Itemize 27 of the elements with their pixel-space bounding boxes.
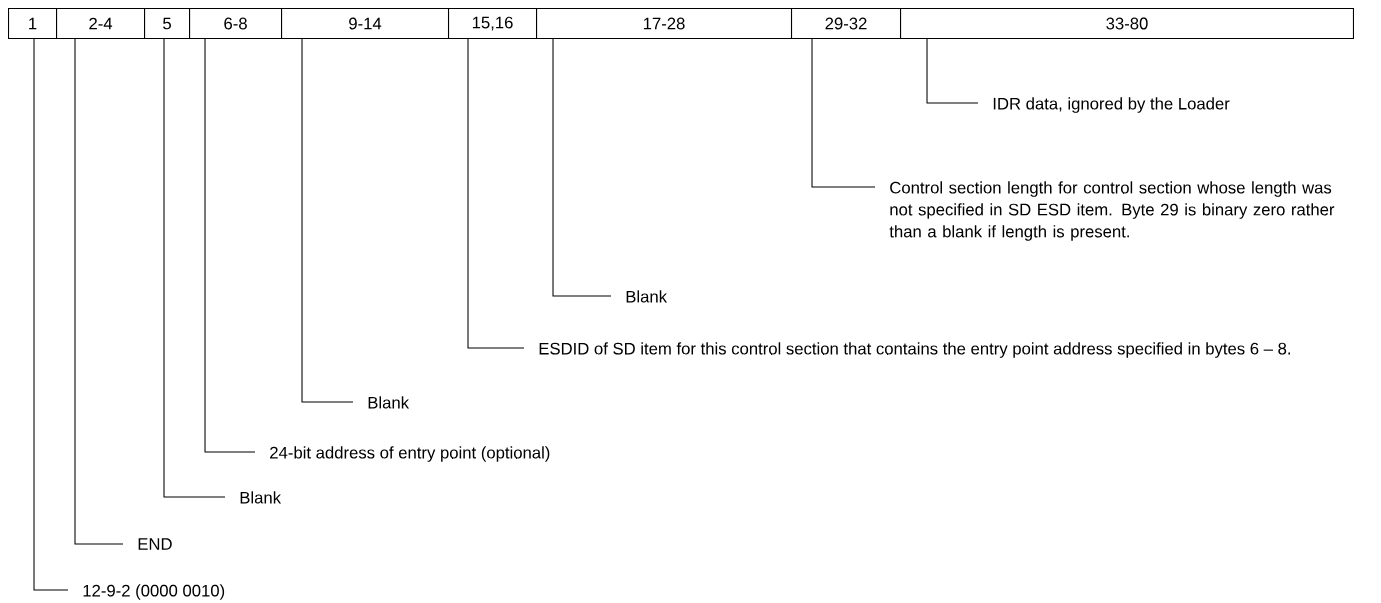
description-text: IDR data, ignored by the Loader xyxy=(993,97,1230,113)
description-text: Blank xyxy=(368,396,410,409)
description-text: Blank xyxy=(626,290,668,303)
field-cell: 15,16 xyxy=(448,8,538,40)
description-text: Control section length for control section whose length was not specified in SD ESD item. Byte 29 is binary zero rather than a blank if length is present. xyxy=(889,181,1335,241)
leader-line xyxy=(74,37,124,545)
description-text: 24-bit address of entry point (optional) xyxy=(270,446,550,462)
field-cell: 17-28 xyxy=(536,8,792,40)
field-cell: 2-4 xyxy=(56,8,146,40)
description-text: 12-9-2 (0000 0010) xyxy=(83,584,225,600)
field-cell: 33-80 xyxy=(900,8,1354,40)
leader-line xyxy=(811,37,876,188)
leader-line xyxy=(467,37,525,349)
field-cell: 29-32 xyxy=(791,8,902,40)
field-cell: 5 xyxy=(144,8,191,40)
leader-line xyxy=(552,37,612,297)
description-text: Blank xyxy=(240,491,282,504)
field-cell: 6-8 xyxy=(189,8,283,40)
leader-line xyxy=(926,37,979,104)
field-cell: 9-14 xyxy=(281,8,450,40)
leader-line xyxy=(33,37,69,591)
field-cell: 1 xyxy=(8,8,58,40)
leader-line xyxy=(301,37,354,403)
leader-line xyxy=(204,37,256,453)
leader-line xyxy=(163,37,226,498)
description-text: ESDID of SD item for this control section that contains the entry point address specified in bytes 6 – 8. xyxy=(539,342,1290,358)
description-text: END xyxy=(138,538,172,550)
